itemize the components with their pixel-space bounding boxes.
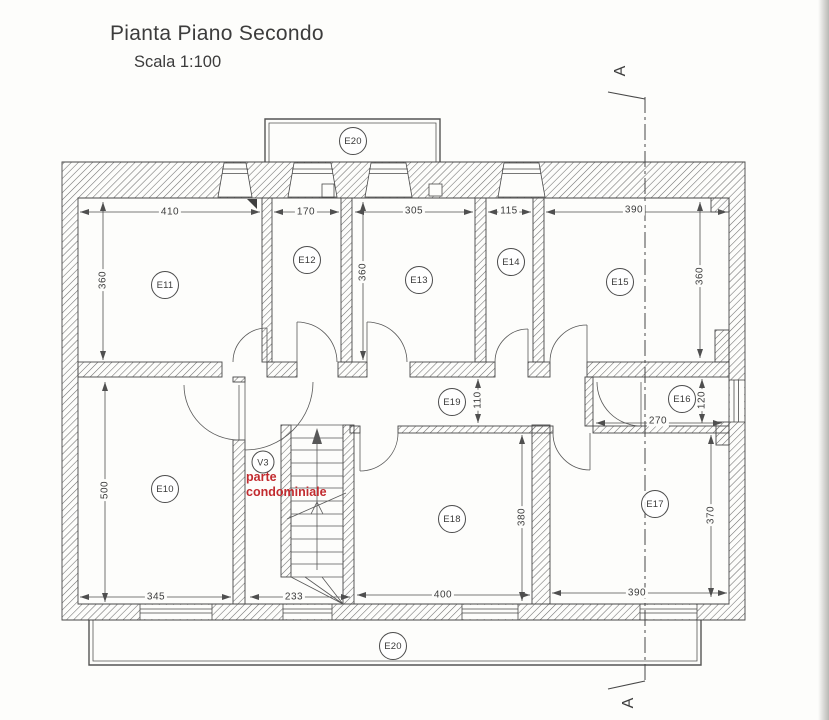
dim-e17-width: 390 xyxy=(625,587,649,599)
dim-e16-width: 270 xyxy=(646,415,670,427)
dimension-lines xyxy=(80,202,727,602)
room-label-e10: E10 xyxy=(151,475,179,503)
dim-e11-height: 360 xyxy=(97,268,109,292)
condominio-note-line1: parte xyxy=(246,470,277,484)
room-label-e12: E12 xyxy=(293,246,321,274)
door-e10 xyxy=(183,384,240,441)
room-label-e13: E13 xyxy=(405,266,433,294)
door-e16 xyxy=(596,381,642,427)
door-stairhall xyxy=(244,381,314,451)
interior-walls xyxy=(77,197,730,605)
staircase xyxy=(286,424,347,605)
section-flag-bottom xyxy=(607,680,646,690)
condominio-note: parte condominiale xyxy=(246,470,327,500)
dim-e14-width: 115 xyxy=(498,205,520,217)
window-top-1 xyxy=(217,162,253,198)
section-flag-top xyxy=(607,91,646,100)
window-bottom-1 xyxy=(139,604,213,620)
window-bottom-3 xyxy=(461,604,519,620)
door-e11 xyxy=(232,327,268,363)
dim-e12-width: 170 xyxy=(294,206,318,218)
dim-e13-width: 305 xyxy=(402,205,426,217)
room-label-e16: E16 xyxy=(668,385,696,413)
room-label-e11: E11 xyxy=(151,271,179,299)
scan-page-edge xyxy=(818,0,829,720)
dim-e15-width: 390 xyxy=(622,204,646,216)
window-top-2 xyxy=(287,162,338,198)
condominio-note-line2: condominiale xyxy=(246,485,327,499)
dim-e17-height: 370 xyxy=(705,503,717,527)
window-bottom-4 xyxy=(639,604,698,620)
dim-e18-width: 400 xyxy=(431,589,455,601)
room-label-e14: E14 xyxy=(497,248,525,276)
door-e13 xyxy=(366,321,408,363)
door-e18 xyxy=(359,432,399,472)
door-e17 xyxy=(552,432,591,471)
doors xyxy=(183,321,642,472)
dim-e15-height: 360 xyxy=(694,264,706,288)
room-label-e20-bottom: E20 xyxy=(379,632,407,660)
dim-v3-width: 233 xyxy=(282,591,306,603)
dim-e13-height: 360 xyxy=(357,260,369,284)
dim-e18-height: 380 xyxy=(516,505,528,529)
door-e15 xyxy=(549,324,588,363)
room-label-e17: E17 xyxy=(641,490,669,518)
section-letter-top: A xyxy=(612,65,629,77)
window-top-4 xyxy=(497,162,546,198)
stair-arrow-head xyxy=(312,428,322,444)
room-label-e18: E18 xyxy=(438,505,466,533)
dim-e16-height: 120 xyxy=(696,388,708,412)
window-right-e16 xyxy=(729,379,745,423)
jamb-marker xyxy=(247,199,257,209)
dim-e10-width: 345 xyxy=(144,591,168,603)
section-line xyxy=(607,91,646,690)
windows xyxy=(139,162,745,620)
door-e12 xyxy=(296,321,338,363)
door-e14 xyxy=(494,328,529,363)
page-title: Pianta Piano Secondo xyxy=(110,22,324,45)
room-label-e19: E19 xyxy=(438,388,466,416)
balcony-top xyxy=(264,118,441,162)
stair-mid-arrow xyxy=(310,501,324,515)
room-label-e20-top: E20 xyxy=(339,127,367,155)
dim-e10-height: 500 xyxy=(99,478,111,502)
stair-break-line xyxy=(286,492,347,520)
window-bottom-2 xyxy=(282,604,333,620)
scale-label: Scala 1:100 xyxy=(134,53,222,71)
room-label-e15: E15 xyxy=(606,268,634,296)
dim-e11-width: 410 xyxy=(158,206,182,218)
dim-e19-height: 110 xyxy=(472,389,484,411)
outer-walls xyxy=(61,161,746,621)
balcony-bottom xyxy=(88,620,702,666)
section-letter-bottom: A xyxy=(620,697,637,709)
window-top-3 xyxy=(364,162,443,198)
room-label-v3: V3 xyxy=(251,450,275,474)
